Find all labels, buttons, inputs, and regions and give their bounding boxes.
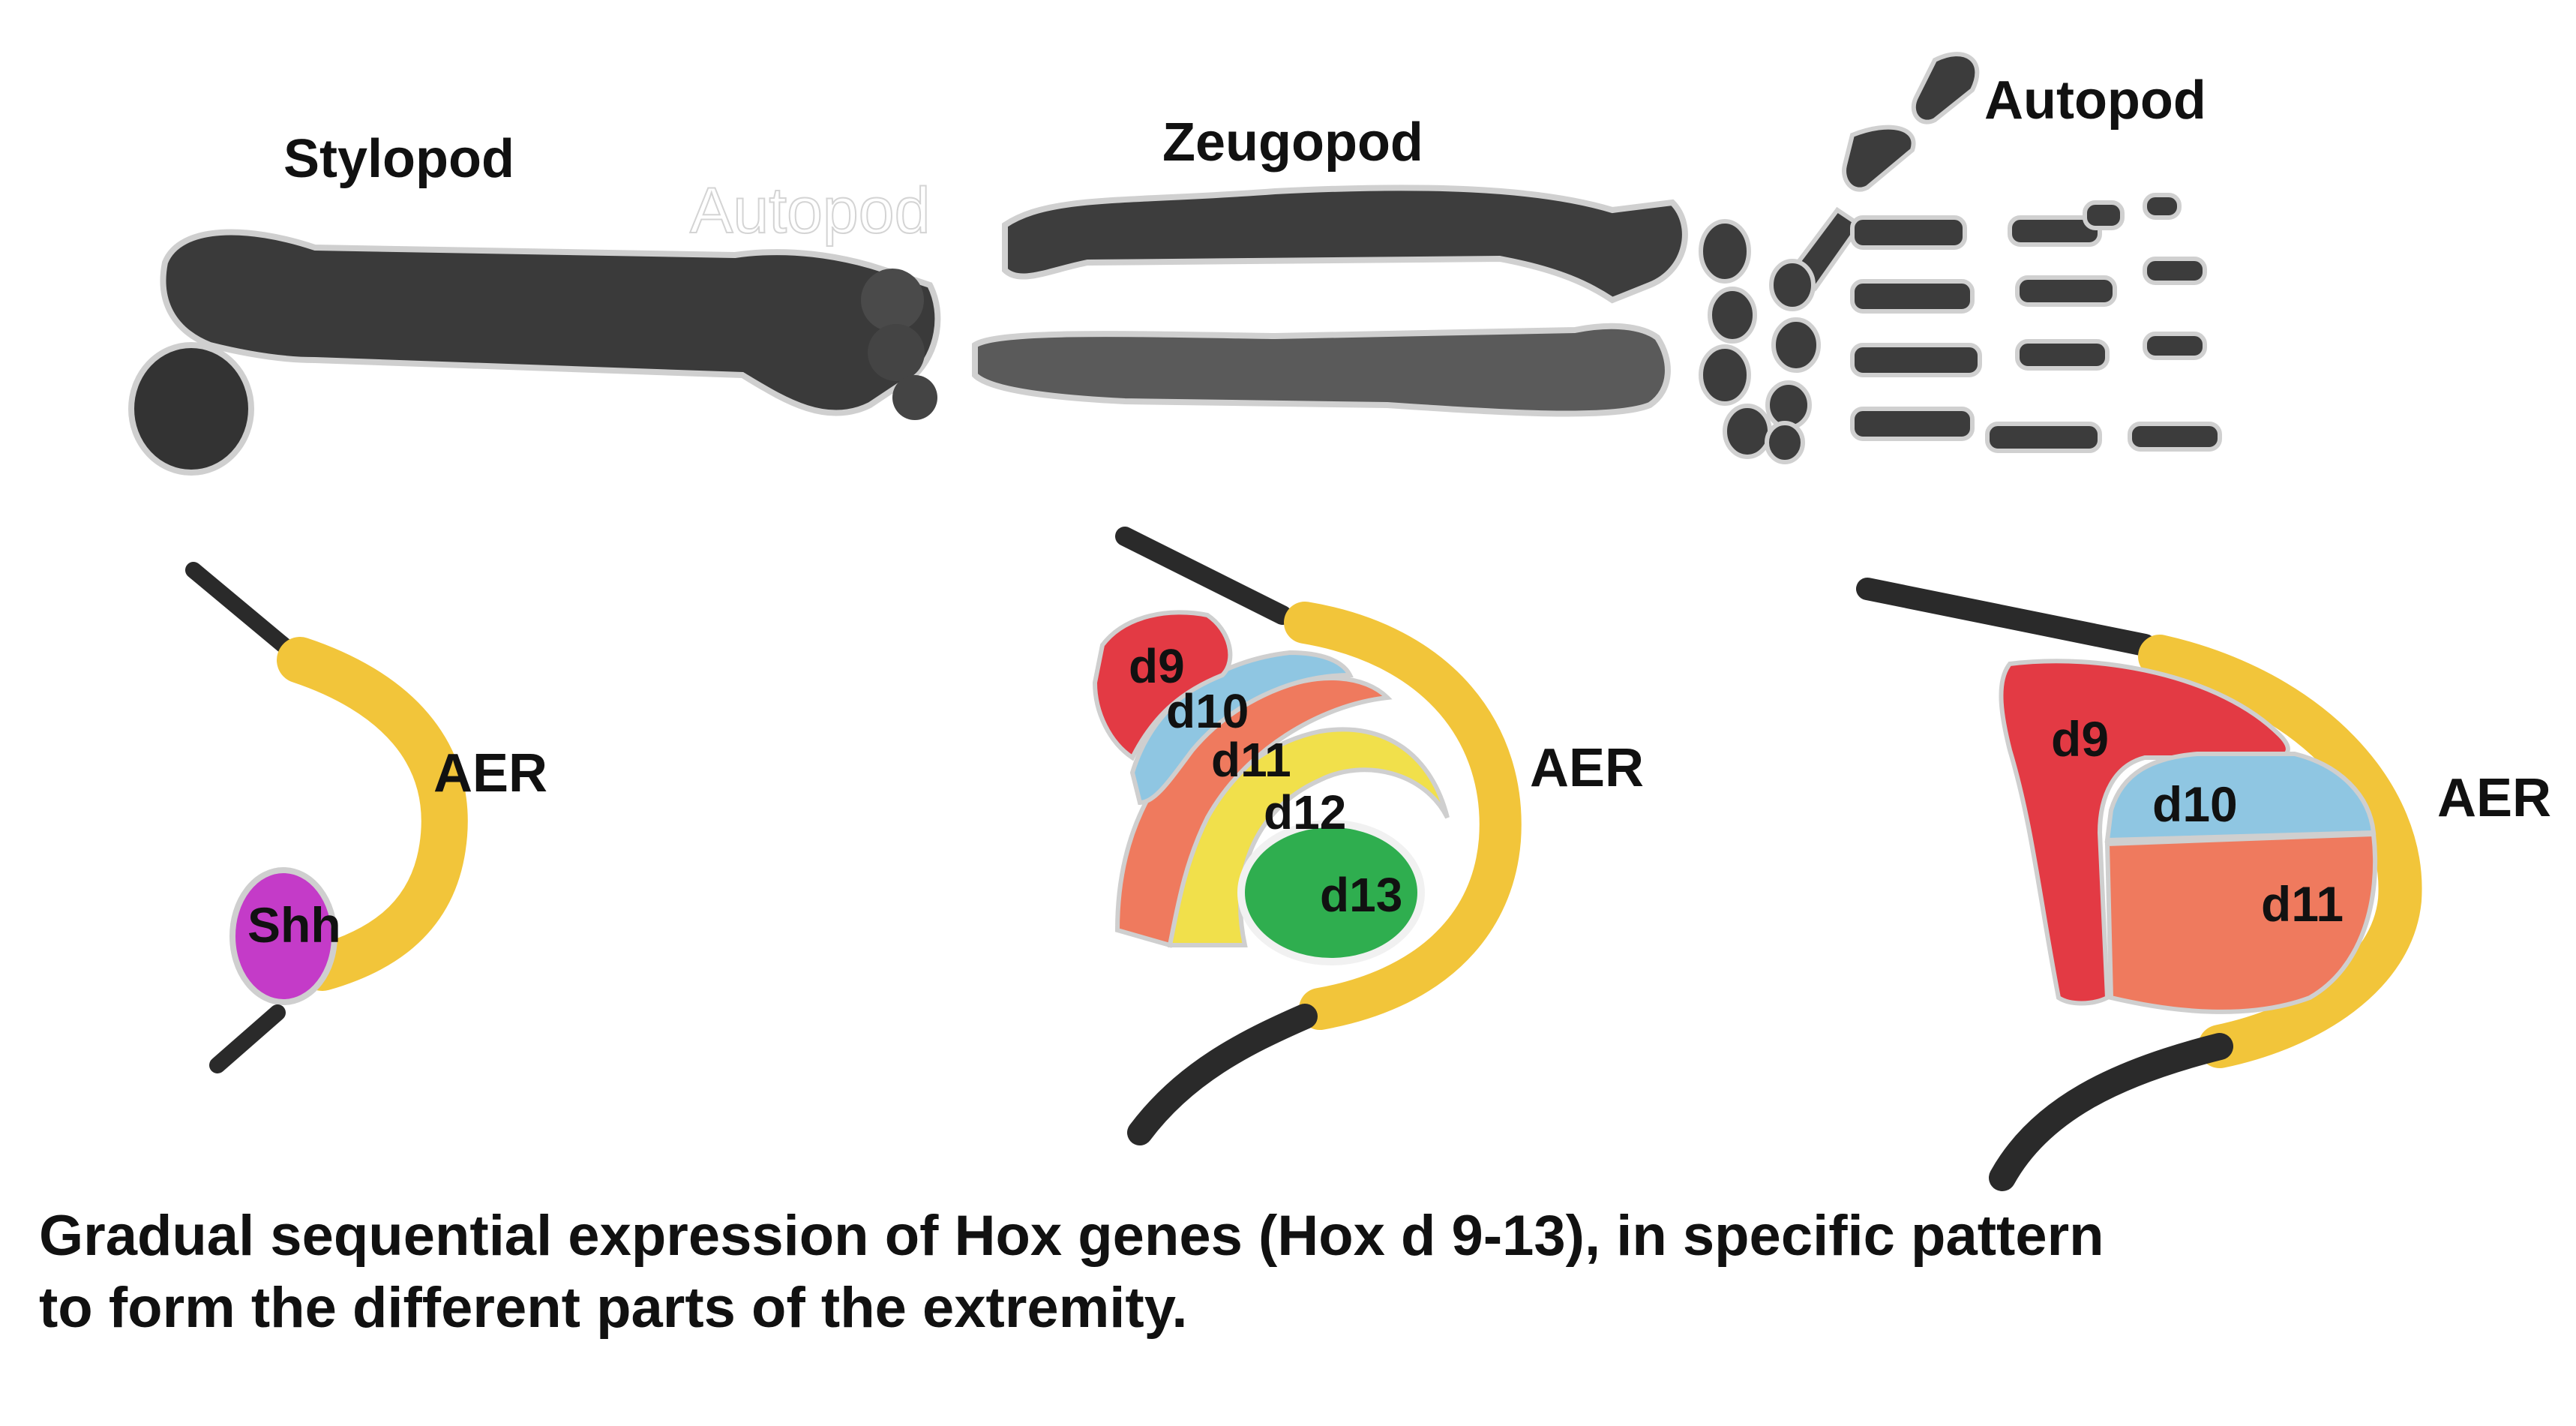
label-z-d13: d13 xyxy=(1320,868,1402,922)
label-shh: Shh xyxy=(247,897,341,953)
limb-skeleton: Autopod xyxy=(128,52,2222,476)
aer-band xyxy=(1284,602,1522,1030)
label-a-d9: d9 xyxy=(2051,711,2109,767)
label-autopod: Autopod xyxy=(1984,71,2206,131)
ectoderm-upper xyxy=(1856,578,2156,656)
zone-d9 xyxy=(1999,659,2290,1006)
label-a-d10: d10 xyxy=(2152,776,2238,832)
label-zeugopod: Zeugopod xyxy=(1162,113,1423,173)
label-aer-stage3: AER xyxy=(2437,768,2551,828)
aer-band xyxy=(2138,635,2422,1068)
humerus-bone xyxy=(128,229,941,476)
zone-d13 xyxy=(1237,820,1425,965)
zone-d10 xyxy=(2104,752,2377,843)
ectoderm-lower xyxy=(209,1004,286,1073)
ectoderm-lower xyxy=(1989,1033,2233,1191)
aer-band xyxy=(277,637,468,991)
ectoderm-upper xyxy=(1115,527,1292,625)
label-aer-stage1: AER xyxy=(433,743,547,803)
zone-d11 xyxy=(2104,831,2378,1014)
label-aer-stage2: AER xyxy=(1530,738,1644,798)
label-z-d11: d11 xyxy=(1211,733,1291,787)
label-z-d9: d9 xyxy=(1129,639,1185,693)
figure-caption: Gradual sequential expression of Hox gen… xyxy=(39,1200,2514,1344)
zone-d9 xyxy=(1092,610,1233,761)
limb-bud-zeugopod-stage xyxy=(1092,527,1522,1145)
autopod-bones xyxy=(1699,52,2222,464)
ectoderm-lower xyxy=(1127,1004,1318,1145)
caption-line-1: Gradual sequential expression of Hox gen… xyxy=(39,1204,2104,1268)
caption-line-2: to form the different parts of the extre… xyxy=(39,1276,1188,1340)
label-a-d11: d11 xyxy=(2261,876,2344,932)
label-z-d12: d12 xyxy=(1264,785,1346,839)
shh-zone xyxy=(229,867,337,1005)
limb-bud-autopod-stage xyxy=(1856,578,2422,1191)
limb-bud-stylopod-stage xyxy=(185,562,468,1073)
label-stylopod: Stylopod xyxy=(283,129,514,189)
ectoderm-upper xyxy=(185,562,301,661)
label-z-d10: d10 xyxy=(1166,684,1249,738)
zeugopod-bones xyxy=(972,185,1688,417)
faint-watermark-text: Autopod xyxy=(690,175,930,247)
